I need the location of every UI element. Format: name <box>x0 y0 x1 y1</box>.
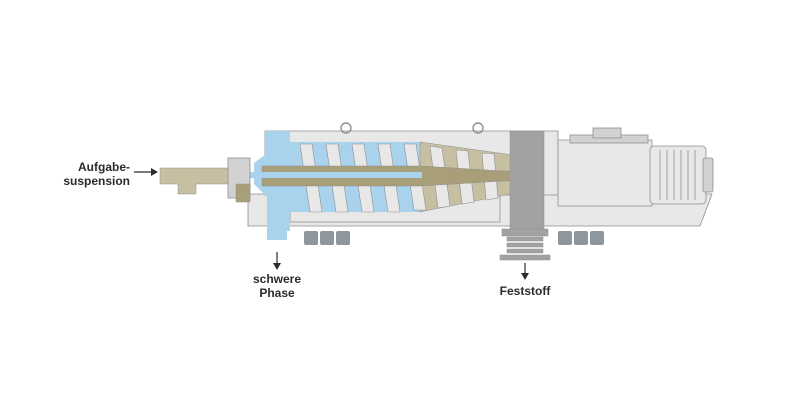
vibration-feet-left <box>304 231 350 245</box>
solids-arrow <box>521 263 529 280</box>
heavy-phase-outlet-pipe <box>267 231 287 240</box>
feed-arrow <box>134 168 158 176</box>
feed-label-line1: Aufgabe- <box>78 160 130 174</box>
solids-label-text: Feststoff <box>499 284 551 298</box>
lifting-eye-left <box>340 122 352 134</box>
heavy-phase-label: schwere Phase <box>242 272 312 300</box>
solids-outlet-flange <box>501 228 549 237</box>
terminal-box <box>592 127 622 139</box>
vibration-feet-right <box>558 231 604 245</box>
heavy-phase-label-line1: schwere <box>252 272 302 286</box>
motor-body <box>649 145 707 205</box>
scroll-flights <box>299 143 499 213</box>
gearbox-housing <box>557 139 653 207</box>
solids-outlet-base <box>499 254 551 261</box>
motor-fins <box>659 150 696 200</box>
heavy-phase-arrow <box>273 252 281 270</box>
solids-discharge-housing <box>509 130 545 232</box>
solids-label: Feststoff <box>490 284 560 298</box>
heavy-phase-label-line2: Phase <box>259 286 295 300</box>
feed-suspension-label: Aufgabe- suspension <box>44 160 130 188</box>
motor-fan-cover <box>702 157 714 193</box>
feed-tube-liquid <box>160 172 422 178</box>
solids-outlet-bellows <box>506 236 544 254</box>
feed-label-line2: suspension <box>63 174 130 188</box>
left-bearing-foot <box>235 183 251 203</box>
lifting-eye-right <box>472 122 484 134</box>
